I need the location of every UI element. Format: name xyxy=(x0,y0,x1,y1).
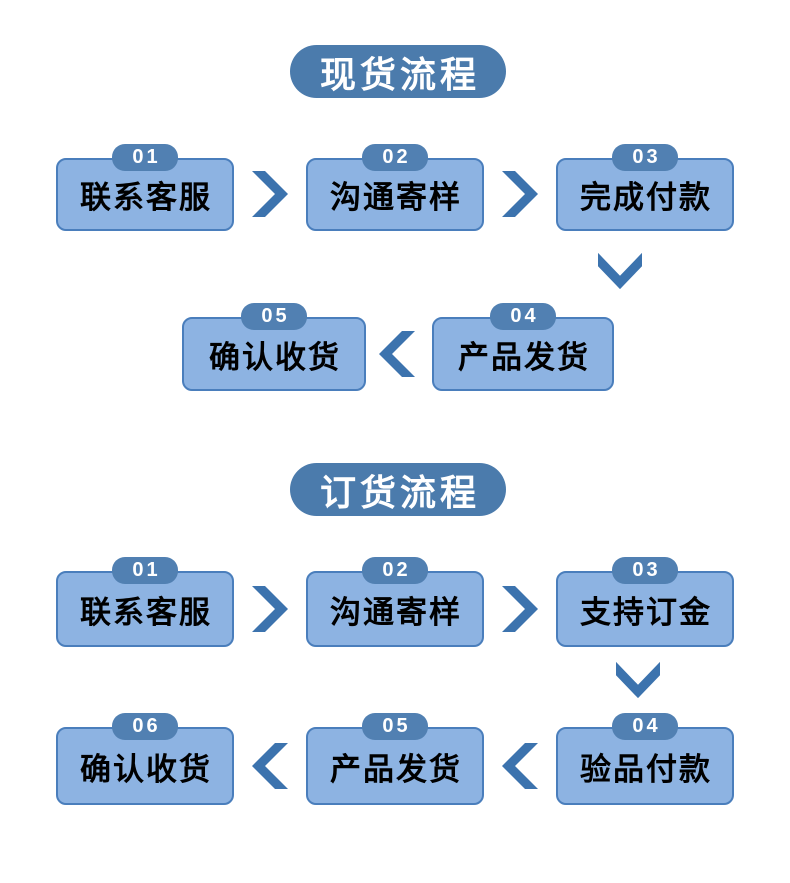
step-instock-5: 05 确认收货 xyxy=(182,303,366,391)
step-order-2: 02 沟通寄样 xyxy=(306,557,484,647)
step-instock-3: 03 完成付款 xyxy=(556,144,734,231)
step-order-5: 05 产品发货 xyxy=(306,713,484,805)
chevron-right-icon xyxy=(252,171,288,217)
step-order-1: 01 联系客服 xyxy=(56,557,234,647)
step-number-badge: 02 xyxy=(362,144,428,171)
step-box: 产品发货 xyxy=(306,727,484,805)
step-number-badge: 03 xyxy=(612,144,678,171)
step-order-3: 03 支持订金 xyxy=(556,557,734,647)
step-box: 完成付款 xyxy=(556,158,734,231)
chevron-left-icon xyxy=(379,331,415,377)
step-order-6: 06 确认收货 xyxy=(56,713,234,805)
step-instock-2: 02 沟通寄样 xyxy=(306,144,484,231)
step-order-4: 04 验品付款 xyxy=(556,713,734,805)
step-number-badge: 05 xyxy=(241,303,307,330)
chevron-right-icon xyxy=(252,586,288,632)
step-number-badge: 04 xyxy=(490,303,556,330)
chevron-right-icon xyxy=(502,586,538,632)
step-number-badge: 02 xyxy=(362,557,428,584)
step-box: 验品付款 xyxy=(556,727,734,805)
step-number-badge: 01 xyxy=(112,557,178,584)
chevron-left-icon xyxy=(502,743,538,789)
step-number-badge: 06 xyxy=(112,713,178,740)
step-number-badge: 03 xyxy=(612,557,678,584)
instock-process-title-pill: 现货流程 xyxy=(290,45,506,98)
chevron-left-icon xyxy=(252,743,288,789)
step-number-badge: 04 xyxy=(612,713,678,740)
step-instock-4: 04 产品发货 xyxy=(432,303,614,391)
chevron-down-icon xyxy=(616,661,660,699)
order-process-title-pill: 订货流程 xyxy=(290,463,506,516)
step-number-badge: 01 xyxy=(112,144,178,171)
step-box: 确认收货 xyxy=(56,727,234,805)
step-instock-1: 01 联系客服 xyxy=(56,144,234,231)
chevron-down-icon xyxy=(598,252,642,290)
chevron-right-icon xyxy=(502,171,538,217)
step-number-badge: 05 xyxy=(362,713,428,740)
